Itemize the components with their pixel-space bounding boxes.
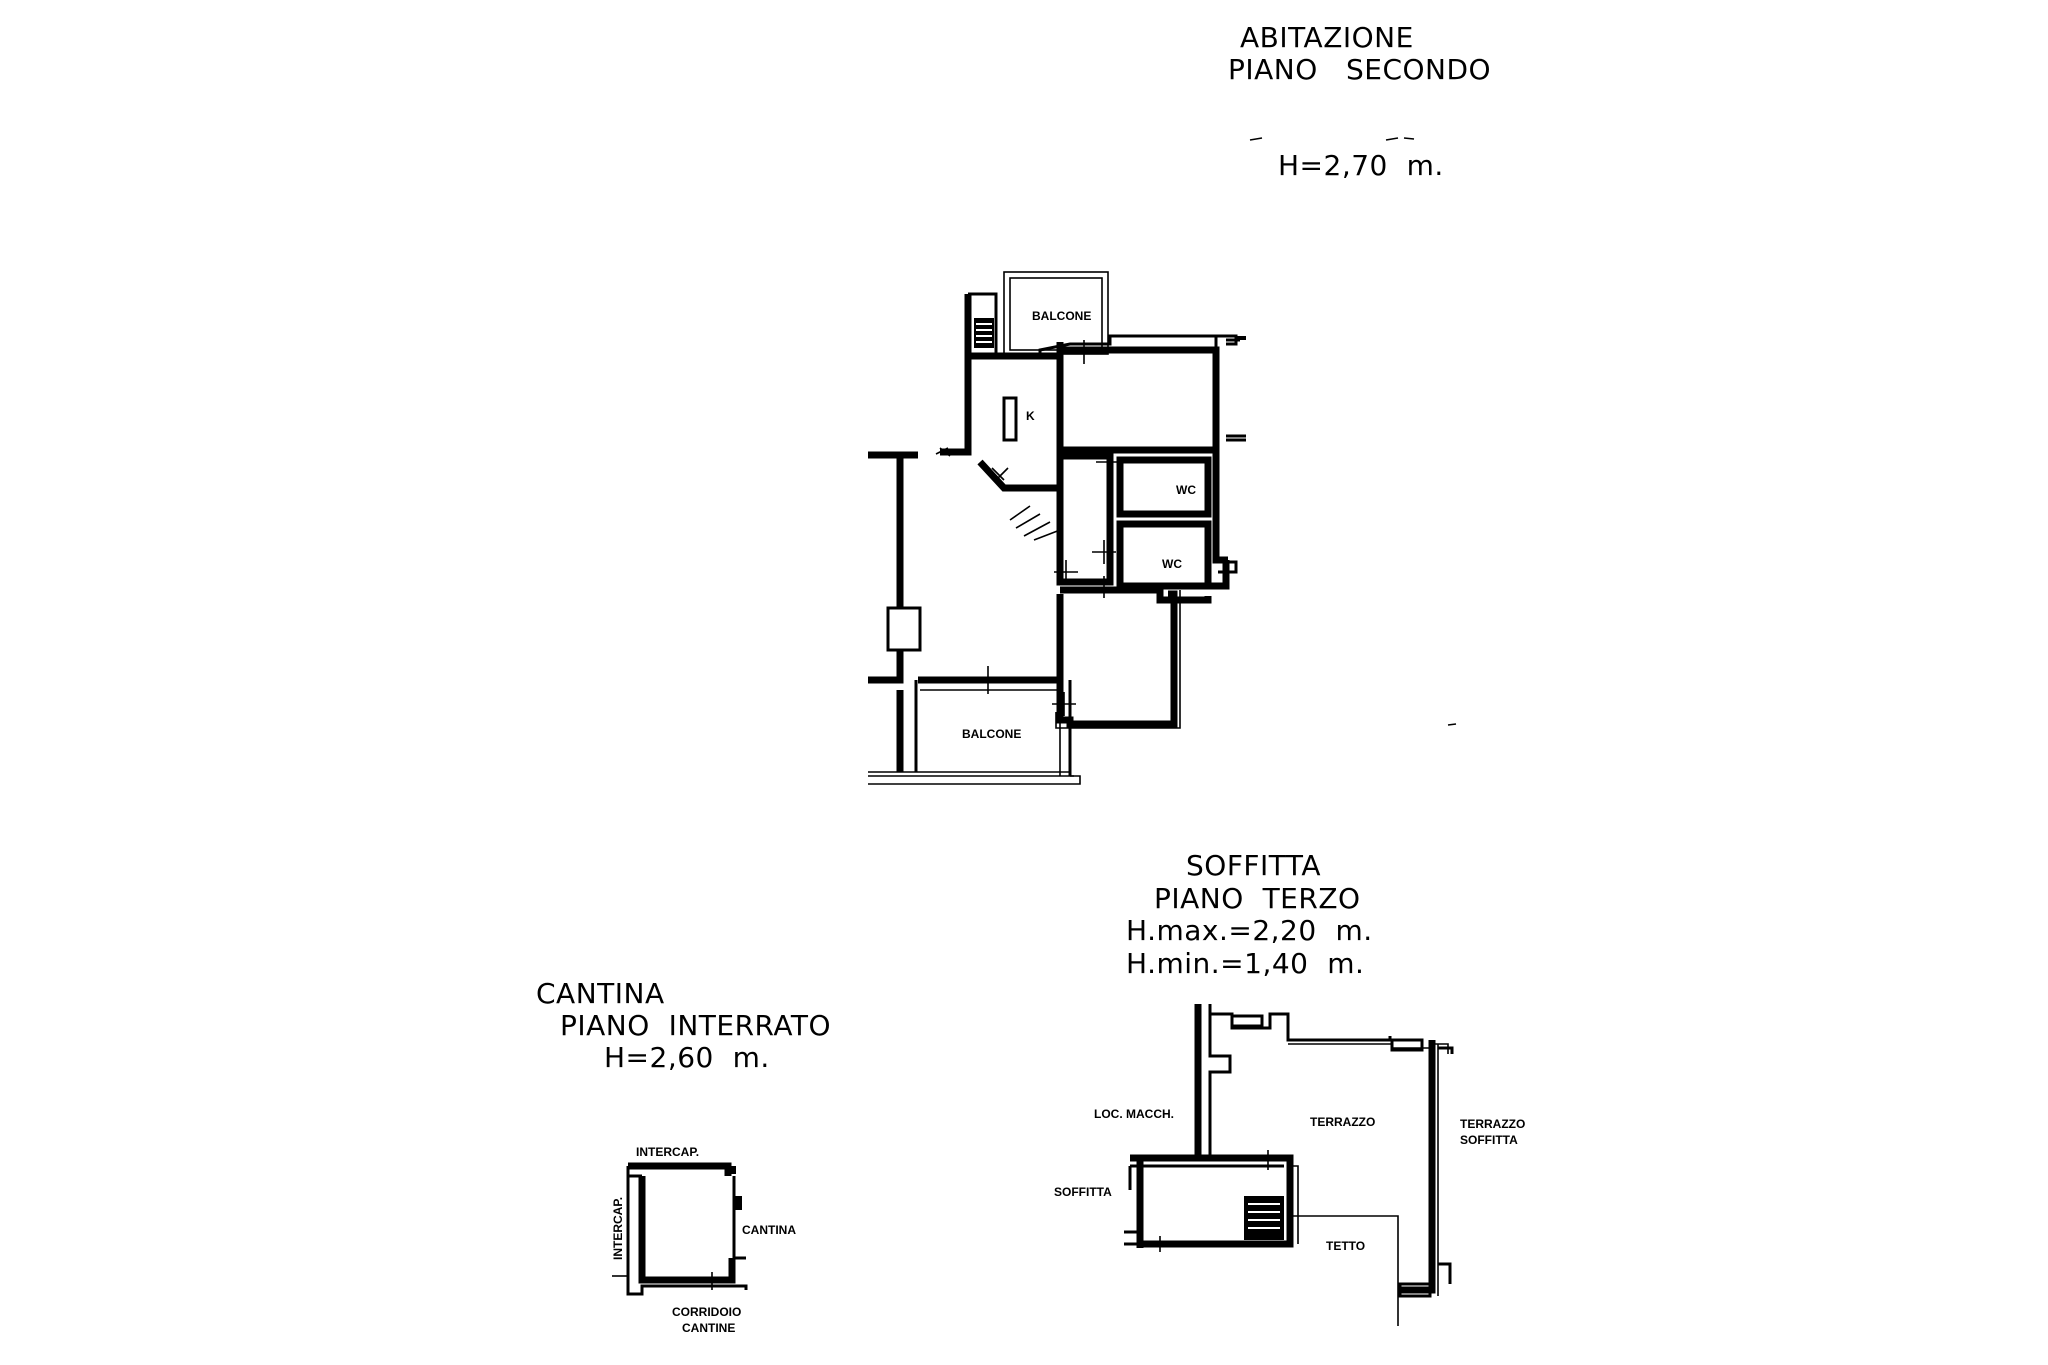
abitazione-room-kitchen: K [1026, 409, 1035, 423]
cantina-height: H=2,60 m. [604, 1041, 770, 1074]
abitazione-title: ABITAZIONE [1240, 21, 1414, 54]
abitazione-floor: PIANO SECONDO [1228, 53, 1492, 86]
soffitta-h-min: H.min.=1,40 m. [1126, 947, 1365, 980]
cantina-room-intercap-top: INTERCAP. [636, 1145, 699, 1159]
cantina-plan [612, 1162, 748, 1296]
soffitta-room-loc-macch: LOC. MACCH. [1094, 1107, 1174, 1121]
cantina-floor: PIANO INTERRATO [560, 1009, 831, 1042]
abitazione-room-wc-2: WC [1162, 557, 1182, 571]
soffitta-h-max: H.max.=2,20 m. [1126, 914, 1373, 947]
cantina-title: CANTINA [536, 977, 665, 1010]
cantina-room-cantina: CANTINA [742, 1223, 796, 1237]
soffitta-title: SOFFITTA [1186, 849, 1321, 882]
soffitta-room-terrazzo-soffitta-1: TERRAZZO [1460, 1117, 1525, 1131]
soffitta-room-tetto: TETTO [1326, 1239, 1365, 1253]
abitazione-room-balcone-top: BALCONE [1032, 309, 1091, 323]
abitazione-room-balcone-bottom: BALCONE [962, 727, 1021, 741]
title-dashes [1249, 137, 1457, 726]
soffitta-room-terrazzo: TERRAZZO [1310, 1115, 1375, 1129]
abitazione-height: H=2,70 m. [1278, 149, 1444, 182]
soffitta-room-terrazzo-soffitta-2: SOFFITTA [1460, 1133, 1518, 1147]
soffitta-floor: PIANO TERZO [1154, 882, 1361, 915]
abitazione-plan [868, 271, 1246, 785]
cantina-room-corridoio-1: CORRIDOIO [672, 1305, 741, 1319]
cantina-room-intercap-side: INTERCAP. [611, 1197, 625, 1260]
cantina-room-corridoio-2: CANTINE [682, 1321, 735, 1335]
soffitta-plan [1124, 1004, 1454, 1326]
soffitta-room-soffitta: SOFFITTA [1054, 1185, 1112, 1199]
abitazione-room-wc-1: WC [1176, 483, 1196, 497]
